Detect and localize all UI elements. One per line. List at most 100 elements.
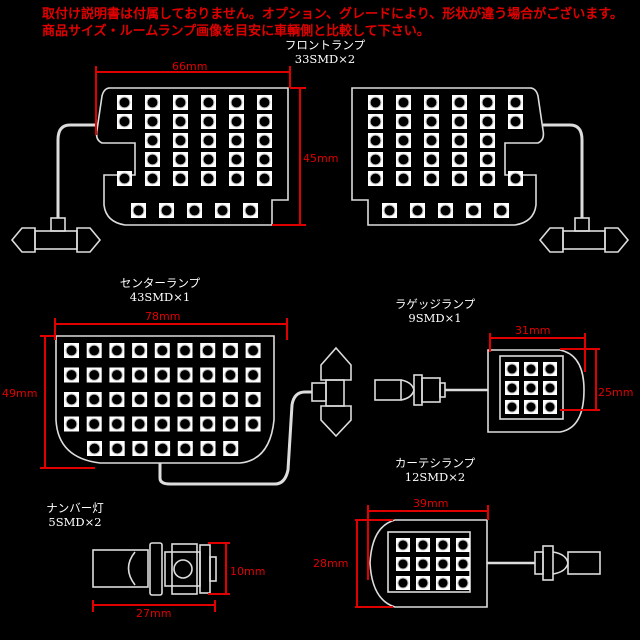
led-lens [156,344,169,357]
led-lens [118,96,131,109]
led-lens [230,96,243,109]
courtesy-lamp-board [369,519,488,608]
front-lamp-label: フロントランプ 33SMD×2 [270,38,380,66]
led-lens [244,204,257,217]
led-lens [88,393,101,406]
front-lamp-right-board [351,87,545,226]
led-lens [453,172,466,185]
led-lens [425,172,438,185]
led-lens [417,577,429,589]
courtesy-width: 39mm [413,497,449,510]
led-lens [201,369,214,381]
led-lens [525,382,537,394]
led-lens [88,344,101,357]
led-lens [202,115,215,128]
led-lens [65,393,78,406]
led-lens [417,558,429,570]
led-lens [425,153,438,166]
led-lens [201,344,214,357]
led-lens [179,418,191,430]
led-lens [506,382,518,394]
led-lens [437,539,449,551]
led-lens [202,442,214,455]
led-lens [439,204,452,217]
led-lens [397,577,409,589]
courtesy-height: 28mm [313,557,349,570]
led-lens [397,115,410,128]
dimension-lines [40,66,600,612]
led-lens [509,172,522,185]
led-lens [258,96,271,109]
luggage-lamp-label: ラゲッジランプ 9SMD×1 [385,297,485,325]
led-lens [544,363,556,375]
led-lens [224,442,237,455]
led-lens [369,115,382,128]
luggage-height: 25mm [598,386,634,399]
led-lens [156,393,169,406]
led-lens [369,96,382,109]
festoon-bulb-center-icon [311,346,352,438]
led-lens [425,96,438,109]
center-lamp-board [55,335,275,464]
led-lens [481,134,494,147]
led-lens [179,344,191,357]
led-lens [88,418,101,430]
plate-height: 10mm [230,565,266,578]
plate-width: 27mm [136,607,172,620]
led-lens [247,369,260,381]
led-lens [174,96,187,109]
led-lens [174,115,187,128]
center-lamp-label: センターランプ 43SMD×1 [110,276,210,304]
led-lens [65,344,78,357]
led-lens [132,204,145,217]
front-lamp-spec: 33SMD×2 [294,52,356,66]
led-lens [156,442,169,455]
led-lens [174,172,187,185]
led-lens [188,204,201,217]
led-lens [156,418,169,430]
center-lamp-spec: 43SMD×1 [129,290,191,304]
luggage-lamp-name: ラゲッジランプ [394,297,476,311]
led-lens [397,153,410,166]
luggage-lamp-board [487,349,585,433]
led-lens [202,153,215,166]
led-lens [481,172,494,185]
luggage-width: 31mm [515,324,551,337]
led-lens [146,115,159,128]
led-lens [111,418,123,430]
led-lens [509,96,522,109]
led-lens [258,153,271,166]
led-lens [247,344,260,357]
led-lens [258,172,271,185]
led-lens [481,115,494,128]
led-lens [457,577,469,589]
led-lens [425,134,438,147]
front-lamp-right-wire [543,123,584,218]
led-lens [425,115,438,128]
courtesy-lamp-spec: 12SMD×2 [404,470,466,484]
led-lens [111,393,123,406]
led-lens [437,577,449,589]
led-lens [369,153,382,166]
led-lens [453,153,466,166]
led-lens [397,539,409,551]
led-lens [397,96,410,109]
led-lens [156,369,169,381]
led-lens [369,134,382,147]
led-lens [202,134,215,147]
festoon-bulb-left-icon [10,217,102,253]
wedge-bulb-courtesy-icon [534,545,601,581]
led-lens [525,401,537,413]
led-lens [224,393,237,406]
led-lens [411,204,424,217]
led-lens [111,344,123,357]
center-height: 49mm [2,387,38,400]
led-lens [65,418,78,430]
led-lens [506,363,518,375]
led-lens [383,204,396,217]
wedge-bulb-luggage-icon [374,374,446,406]
led-lens [133,344,146,357]
led-lens [224,344,237,357]
led-lens [216,204,229,217]
center-width: 78mm [145,310,181,323]
